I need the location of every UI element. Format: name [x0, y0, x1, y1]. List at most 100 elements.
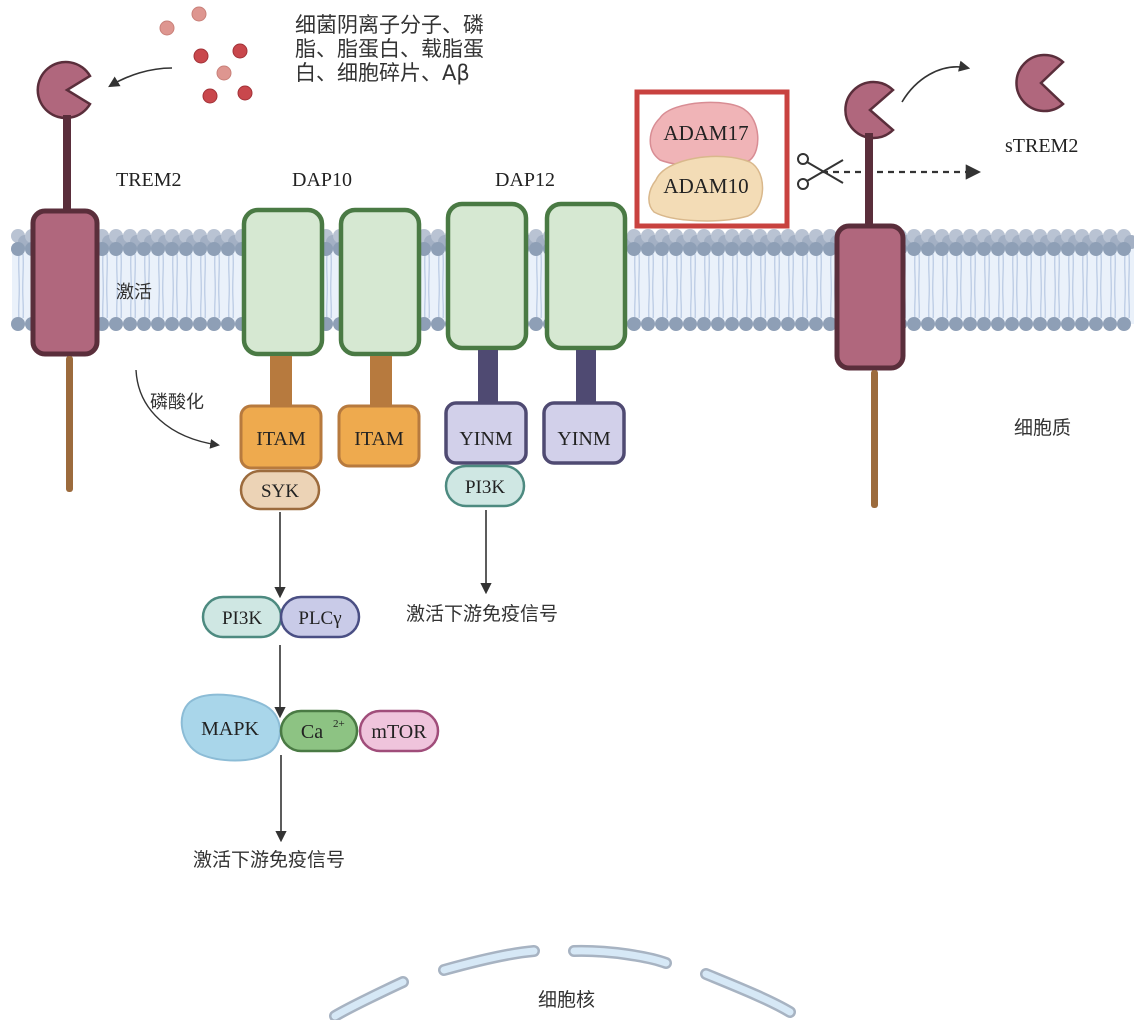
calcium-ion: Ca 2+	[279, 709, 359, 753]
lipid-head	[683, 317, 697, 331]
adam17-protein	[649, 101, 759, 168]
adam10-label: ADAM10	[663, 174, 748, 198]
lipid-head	[165, 317, 179, 331]
ligand-binding-arrow	[108, 67, 173, 88]
trem2-receptor	[30, 60, 100, 492]
lipid-head	[977, 242, 991, 256]
lipid-head	[1019, 242, 1033, 256]
lipid-head	[627, 242, 641, 256]
adam10-protein	[648, 155, 764, 222]
lipid-head	[683, 242, 697, 256]
syk-label: SYK	[261, 481, 299, 502]
lipid-head	[221, 317, 235, 331]
pi3k-kinase: PI3K	[201, 595, 283, 639]
lipid-head	[725, 317, 739, 331]
lipid-head	[739, 317, 753, 331]
lipid-head	[949, 317, 963, 331]
shedding-arrow	[901, 60, 971, 103]
lipid-head	[165, 242, 179, 256]
lipid-head	[193, 242, 207, 256]
lipid-head	[795, 317, 809, 331]
trem2-right-ligand-binding-domain	[844, 80, 895, 140]
plcg-label: PLCγ	[298, 608, 341, 629]
trem2-label: TREM2	[116, 169, 182, 191]
lipid-head	[767, 242, 781, 256]
dap12-subunit-2	[544, 201, 628, 402]
ligand-particles	[159, 6, 253, 104]
dap10-label: DAP10	[292, 169, 352, 191]
strem2-soluble-domain	[1015, 53, 1065, 113]
lipid-head	[655, 317, 669, 331]
main-downstream-label: 激活下游免疫信号	[193, 849, 345, 871]
lipid-head	[109, 242, 123, 256]
adam-protease-box: ADAM17 ADAM10	[634, 89, 790, 229]
ligand-label-line-2: 脂、脂蛋白、载脂蛋	[295, 37, 484, 61]
lipid-head	[991, 242, 1005, 256]
lipid-head	[725, 242, 739, 256]
pi3k-dap12-label: PI3K	[465, 477, 505, 498]
adam17-label: ADAM17	[663, 121, 748, 145]
lipid-head	[1047, 242, 1061, 256]
ligand-label-line-1: 细菌阴离子分子、磷	[295, 13, 484, 37]
lipid-head	[1061, 317, 1075, 331]
dap12-subunit-1	[445, 201, 529, 402]
lipid-head	[151, 317, 165, 331]
pi3k-dap12: PI3K	[444, 464, 526, 508]
lipid-head	[753, 317, 767, 331]
lipid-head	[529, 242, 543, 256]
lipid-head	[711, 317, 725, 331]
lipid-head	[907, 242, 921, 256]
lipid-head	[809, 317, 823, 331]
lipid-head	[1047, 317, 1061, 331]
ligand-particle	[237, 85, 253, 101]
ligand-particle	[159, 20, 175, 36]
lipid-head	[1033, 317, 1047, 331]
lipid-head	[669, 242, 683, 256]
dap10-subunit-2	[338, 207, 422, 408]
lipid-head	[207, 317, 221, 331]
trem2-receptor-cleaved	[834, 80, 906, 508]
lipid-head	[921, 242, 935, 256]
lipid-head	[711, 242, 725, 256]
dap12-label: DAP12	[495, 169, 555, 191]
mtor-label: mTOR	[371, 721, 427, 743]
lipid-head	[109, 317, 123, 331]
yinm-motif-1: YINM	[444, 401, 528, 465]
lipid-head	[123, 317, 137, 331]
lipid-head	[977, 317, 991, 331]
activation-label: 激活	[116, 282, 152, 303]
lipid-head	[767, 317, 781, 331]
lipid-head	[1005, 317, 1019, 331]
nucleus-label: 细胞核	[538, 989, 595, 1011]
ligand-particle	[216, 65, 232, 81]
yinm-1-label: YINM	[459, 428, 513, 450]
phosphorylation-label: 磷酸化	[150, 392, 204, 413]
cytoplasm-label: 细胞质	[1014, 417, 1071, 439]
ligand-label-line-3: 白、细胞碎片、Aβ	[295, 61, 470, 85]
ligand-particle	[191, 6, 207, 22]
yinm-2-label: YINM	[557, 428, 611, 450]
lipid-head	[123, 242, 137, 256]
strem2-label: sTREM2	[1005, 135, 1078, 157]
lipid-head	[11, 317, 25, 331]
lipid-head	[1033, 242, 1047, 256]
pi3k-label: PI3K	[222, 608, 262, 629]
trem2-ligand-binding-domain	[36, 60, 92, 120]
lipid-head	[1075, 242, 1089, 256]
lipid-head	[193, 317, 207, 331]
lipid-head	[963, 242, 977, 256]
lipid-head	[823, 242, 837, 256]
lipid-head	[1089, 317, 1103, 331]
phosphorylation-arrow	[135, 369, 220, 449]
lipid-head	[1061, 242, 1075, 256]
lipid-head	[697, 242, 711, 256]
itam-2-label: ITAM	[354, 428, 404, 450]
lipid-head	[781, 317, 795, 331]
yinm-motif-2: YINM	[542, 401, 626, 465]
lipid-head	[641, 317, 655, 331]
lipid-head	[1089, 242, 1103, 256]
lipid-head	[809, 242, 823, 256]
lipid-head	[949, 242, 963, 256]
lipid-head	[1117, 317, 1131, 331]
